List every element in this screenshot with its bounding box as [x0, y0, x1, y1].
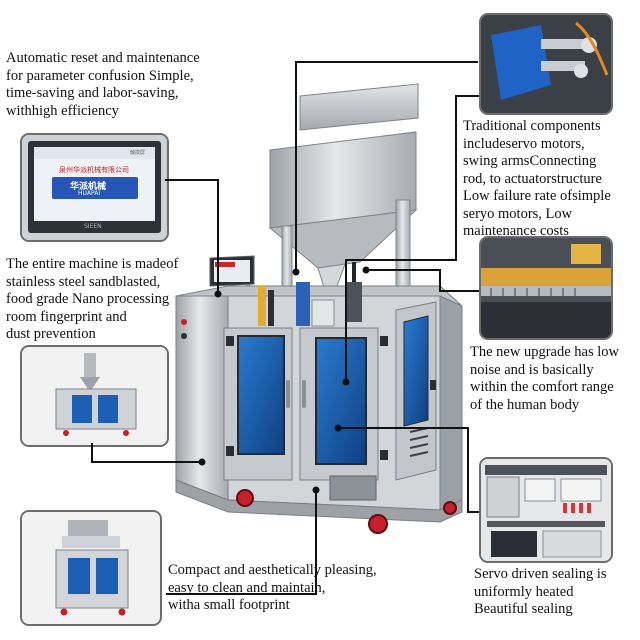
callout-low-noise: The new upgrade has low noise and is bas… — [470, 344, 619, 413]
thumb-servo-arm — [479, 13, 613, 115]
callout-reset-maintenance: Automatic reset and maintenance for para… — [6, 50, 200, 119]
hmi-logo-cn: 华派机械 — [70, 182, 107, 192]
hmi-brand: SIEEN — [84, 223, 102, 230]
callout-stainless-steel: The entire machine is madeof stainless s… — [6, 256, 179, 342]
thumb-sealing-jaw — [479, 236, 613, 340]
hmi-tag: 触摸屏 — [130, 150, 146, 156]
thumb-machine-variant-2 — [20, 510, 162, 626]
callout-servo-sealing: Servo driven sealing is uniformly heated… — [474, 566, 607, 617]
hmi-logo — [52, 177, 138, 199]
forming-assembly — [258, 262, 362, 327]
side-door — [395, 301, 437, 481]
right-door — [299, 327, 379, 481]
hmi-logo-en: HUAPAI — [78, 190, 101, 197]
thumb-electrical-cabinet — [479, 457, 613, 563]
left-door — [223, 327, 293, 481]
weighing-hopper — [268, 83, 419, 301]
discharge-chute — [329, 475, 377, 501]
hmi-company-name: 泉州华派机械有限公司 — [59, 166, 129, 174]
thumb-touch-screen: 泉州华派机械有限公司 华派机械 HUAPAI SIEEN 触摸屏 — [20, 133, 169, 242]
thumb-machine-variant-1 — [20, 345, 169, 447]
